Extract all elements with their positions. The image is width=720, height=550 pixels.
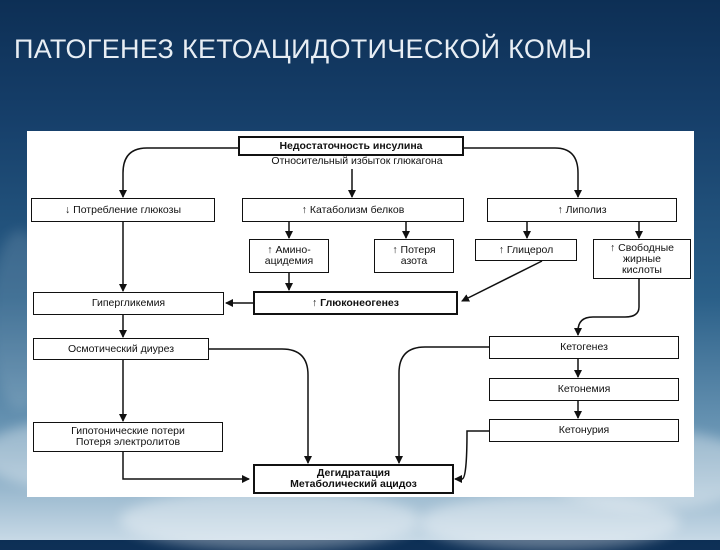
- node-ketogenesis-label: Кетогенез: [560, 341, 608, 353]
- node-ketonuria-label: Кетонурия: [558, 424, 610, 436]
- node-ketonemia: Кетонемия: [489, 378, 679, 401]
- node-free-fatty-acids-line3: кислоты: [622, 263, 662, 276]
- node-glucose-uptake-label: ↓ Потребление глюкозы: [64, 203, 182, 216]
- arrow-hypotonic-to-dehydration: [122, 452, 250, 483]
- node-free-fatty-acids-line2: жирные: [623, 252, 661, 265]
- node-glycerol-label: ↑ Глицерол: [498, 243, 554, 256]
- node-aminoacidemia-line2: ацидемия: [264, 255, 314, 267]
- node-ketonuria: Кетонурия: [489, 419, 679, 442]
- node-osmotic-diuresis: Осмотический диурез: [33, 338, 209, 360]
- arrow-ketogenesis-to-dehydration: [395, 346, 489, 464]
- node-aminoacidemia-line1: ↑ Амино-: [267, 244, 311, 256]
- node-lipolysis-label: ↑ Липолиз: [557, 203, 607, 216]
- slide-title: ПАТОГЕНЕЗ КЕТОАЦИДОТИЧЕСКОЙ КОМЫ: [14, 34, 593, 64]
- node-hyperglycemia-label: Гипергликемия: [91, 297, 166, 309]
- node-aminoacidemia: ↑ Амино- ацидемия: [249, 239, 329, 273]
- arrow-diuresis-to-dehydration: [209, 348, 312, 464]
- node-dehydration-line2: Метаболический ацидоз: [290, 478, 417, 490]
- node-gluconeogenesis-label: ↑ Глюконеогенез: [312, 296, 399, 309]
- node-lipolysis: ↑ Липолиз: [487, 198, 677, 222]
- arrow-ffa-to-ketogenesis: [574, 279, 640, 336]
- arrow-insulin-to-lipolysis: [464, 147, 582, 198]
- node-dehydration-line1: Дегидратация: [316, 467, 391, 479]
- node-hypotonic-losses: Гипотонические потери Потеря электролито…: [33, 422, 223, 452]
- node-insulin-deficiency: Недостаточность инсулина: [238, 136, 464, 156]
- node-ketogenesis: Кетогенез: [489, 336, 679, 359]
- node-insulin-deficiency-label: Недостаточность инсулина: [279, 139, 423, 152]
- node-protein-catabolism-label: ↑ Катаболизм белков: [301, 203, 405, 216]
- node-free-fatty-acids: ↑ Свободные жирные кислоты: [593, 239, 691, 279]
- node-hyperglycemia: Гипергликемия: [33, 292, 224, 315]
- node-hypotonic-losses-line2: Потеря электролитов: [75, 436, 181, 448]
- node-dehydration-acidosis: Дегидратация Метаболический ацидоз: [253, 464, 454, 494]
- node-gluconeogenesis: ↑ Глюконеогенез: [253, 291, 458, 315]
- node-glucose-uptake: ↓ Потребление глюкозы: [31, 198, 215, 222]
- node-osmotic-diuresis-label: Осмотический диурез: [67, 342, 175, 355]
- arrow-glycerol-to-gluconeogenesis: [461, 260, 543, 302]
- arrow-insulin-to-glucose-uptake: [119, 147, 238, 198]
- node-protein-catabolism: ↑ Катаболизм белков: [242, 198, 464, 222]
- flowchart-panel: Недостаточность инсулина Относительный и…: [27, 131, 694, 497]
- node-ketonemia-label: Кетонемия: [557, 383, 611, 395]
- node-hypotonic-losses-line1: Гипотонические потери: [71, 425, 185, 437]
- node-nitrogen-loss-line2: азота: [400, 255, 428, 267]
- caption-glucagon-excess: Относительный избыток глюкагона: [271, 155, 443, 167]
- node-nitrogen-loss-line1: ↑ Потеря: [392, 244, 436, 256]
- arrow-ketonuria-to-dehydration: [454, 430, 489, 483]
- node-nitrogen-loss: ↑ Потеря азота: [374, 239, 454, 273]
- node-glycerol: ↑ Глицерол: [475, 239, 577, 261]
- flowchart-arrows: [119, 147, 643, 483]
- node-free-fatty-acids-line1: ↑ Свободные: [610, 241, 674, 254]
